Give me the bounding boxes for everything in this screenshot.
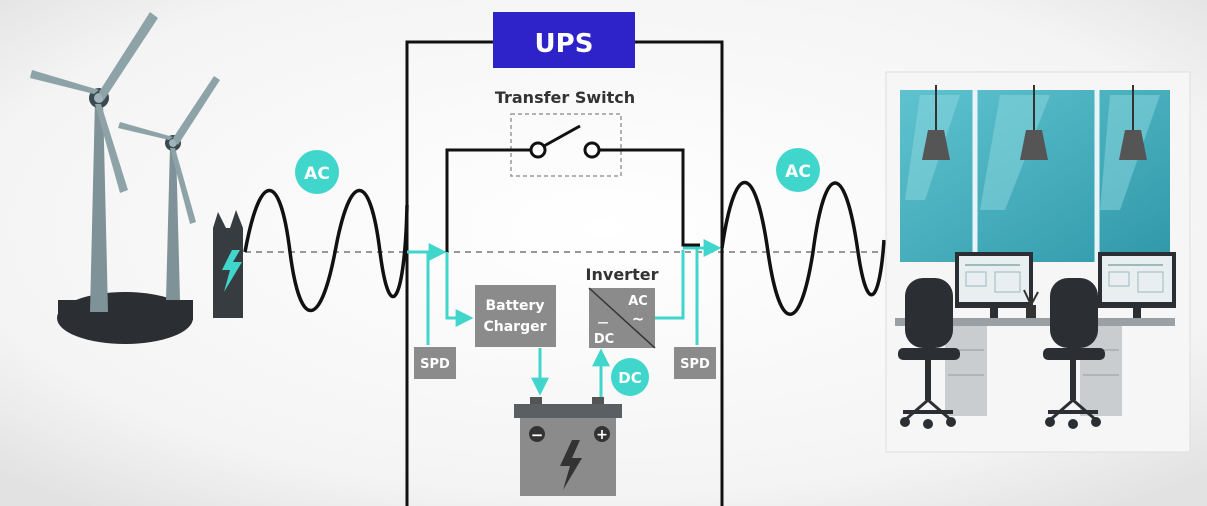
ac-badge-left-text: AC	[304, 164, 330, 184]
battery-charger-line2: Charger	[483, 319, 546, 335]
transfer-switch-icon	[445, 124, 700, 252]
spd-right: SPD	[674, 347, 716, 379]
transfer-switch-label: Transfer Switch	[495, 88, 635, 107]
dc-badge-text: DC	[618, 369, 641, 387]
spd-left: SPD	[414, 347, 456, 379]
spd-left-text: SPD	[420, 357, 450, 372]
spd-right-text: SPD	[680, 357, 710, 372]
wind-turbine-icon	[30, 12, 220, 344]
lightning-bolt-icon	[222, 250, 242, 292]
ac-badge-right: AC	[776, 148, 820, 192]
inverter-minus-text: —	[598, 316, 609, 329]
inverter-ac-text: AC	[628, 294, 648, 309]
ceiling-lamp-icon	[922, 85, 1147, 160]
battery-plus-text: +	[596, 427, 608, 443]
inverter-title: Inverter	[586, 265, 659, 284]
lightning-bolt-icon	[560, 440, 582, 490]
office-chair-icon	[1043, 278, 1105, 429]
teal-wiring	[407, 239, 722, 400]
monitor-icon	[955, 252, 1033, 318]
battery-charger-box: Battery Charger	[475, 285, 556, 347]
transfer-switch-frame	[510, 113, 622, 177]
ups-header: UPS	[493, 12, 635, 68]
inverter-dc-text: DC	[594, 332, 614, 347]
battery-minus-text: −	[531, 426, 544, 444]
inverter-box: AC ~ — DC	[588, 287, 656, 349]
monitor-icon	[1098, 252, 1176, 318]
plant-icon	[1023, 289, 1039, 318]
battery-icon: − +	[514, 397, 622, 496]
power-meter-icon	[213, 210, 243, 318]
office-chair-icon	[898, 278, 960, 429]
battery-charger-line1: Battery	[485, 298, 544, 314]
ac-badge-right-text: AC	[785, 162, 811, 182]
dc-badge: DC	[611, 358, 649, 396]
ups-title: UPS	[535, 29, 594, 59]
ac-waveform-output	[720, 180, 886, 316]
ac-waveform-input	[243, 188, 409, 313]
ac-badge-left: AC	[295, 150, 339, 194]
inverter-tilde-text: ~	[632, 310, 645, 328]
